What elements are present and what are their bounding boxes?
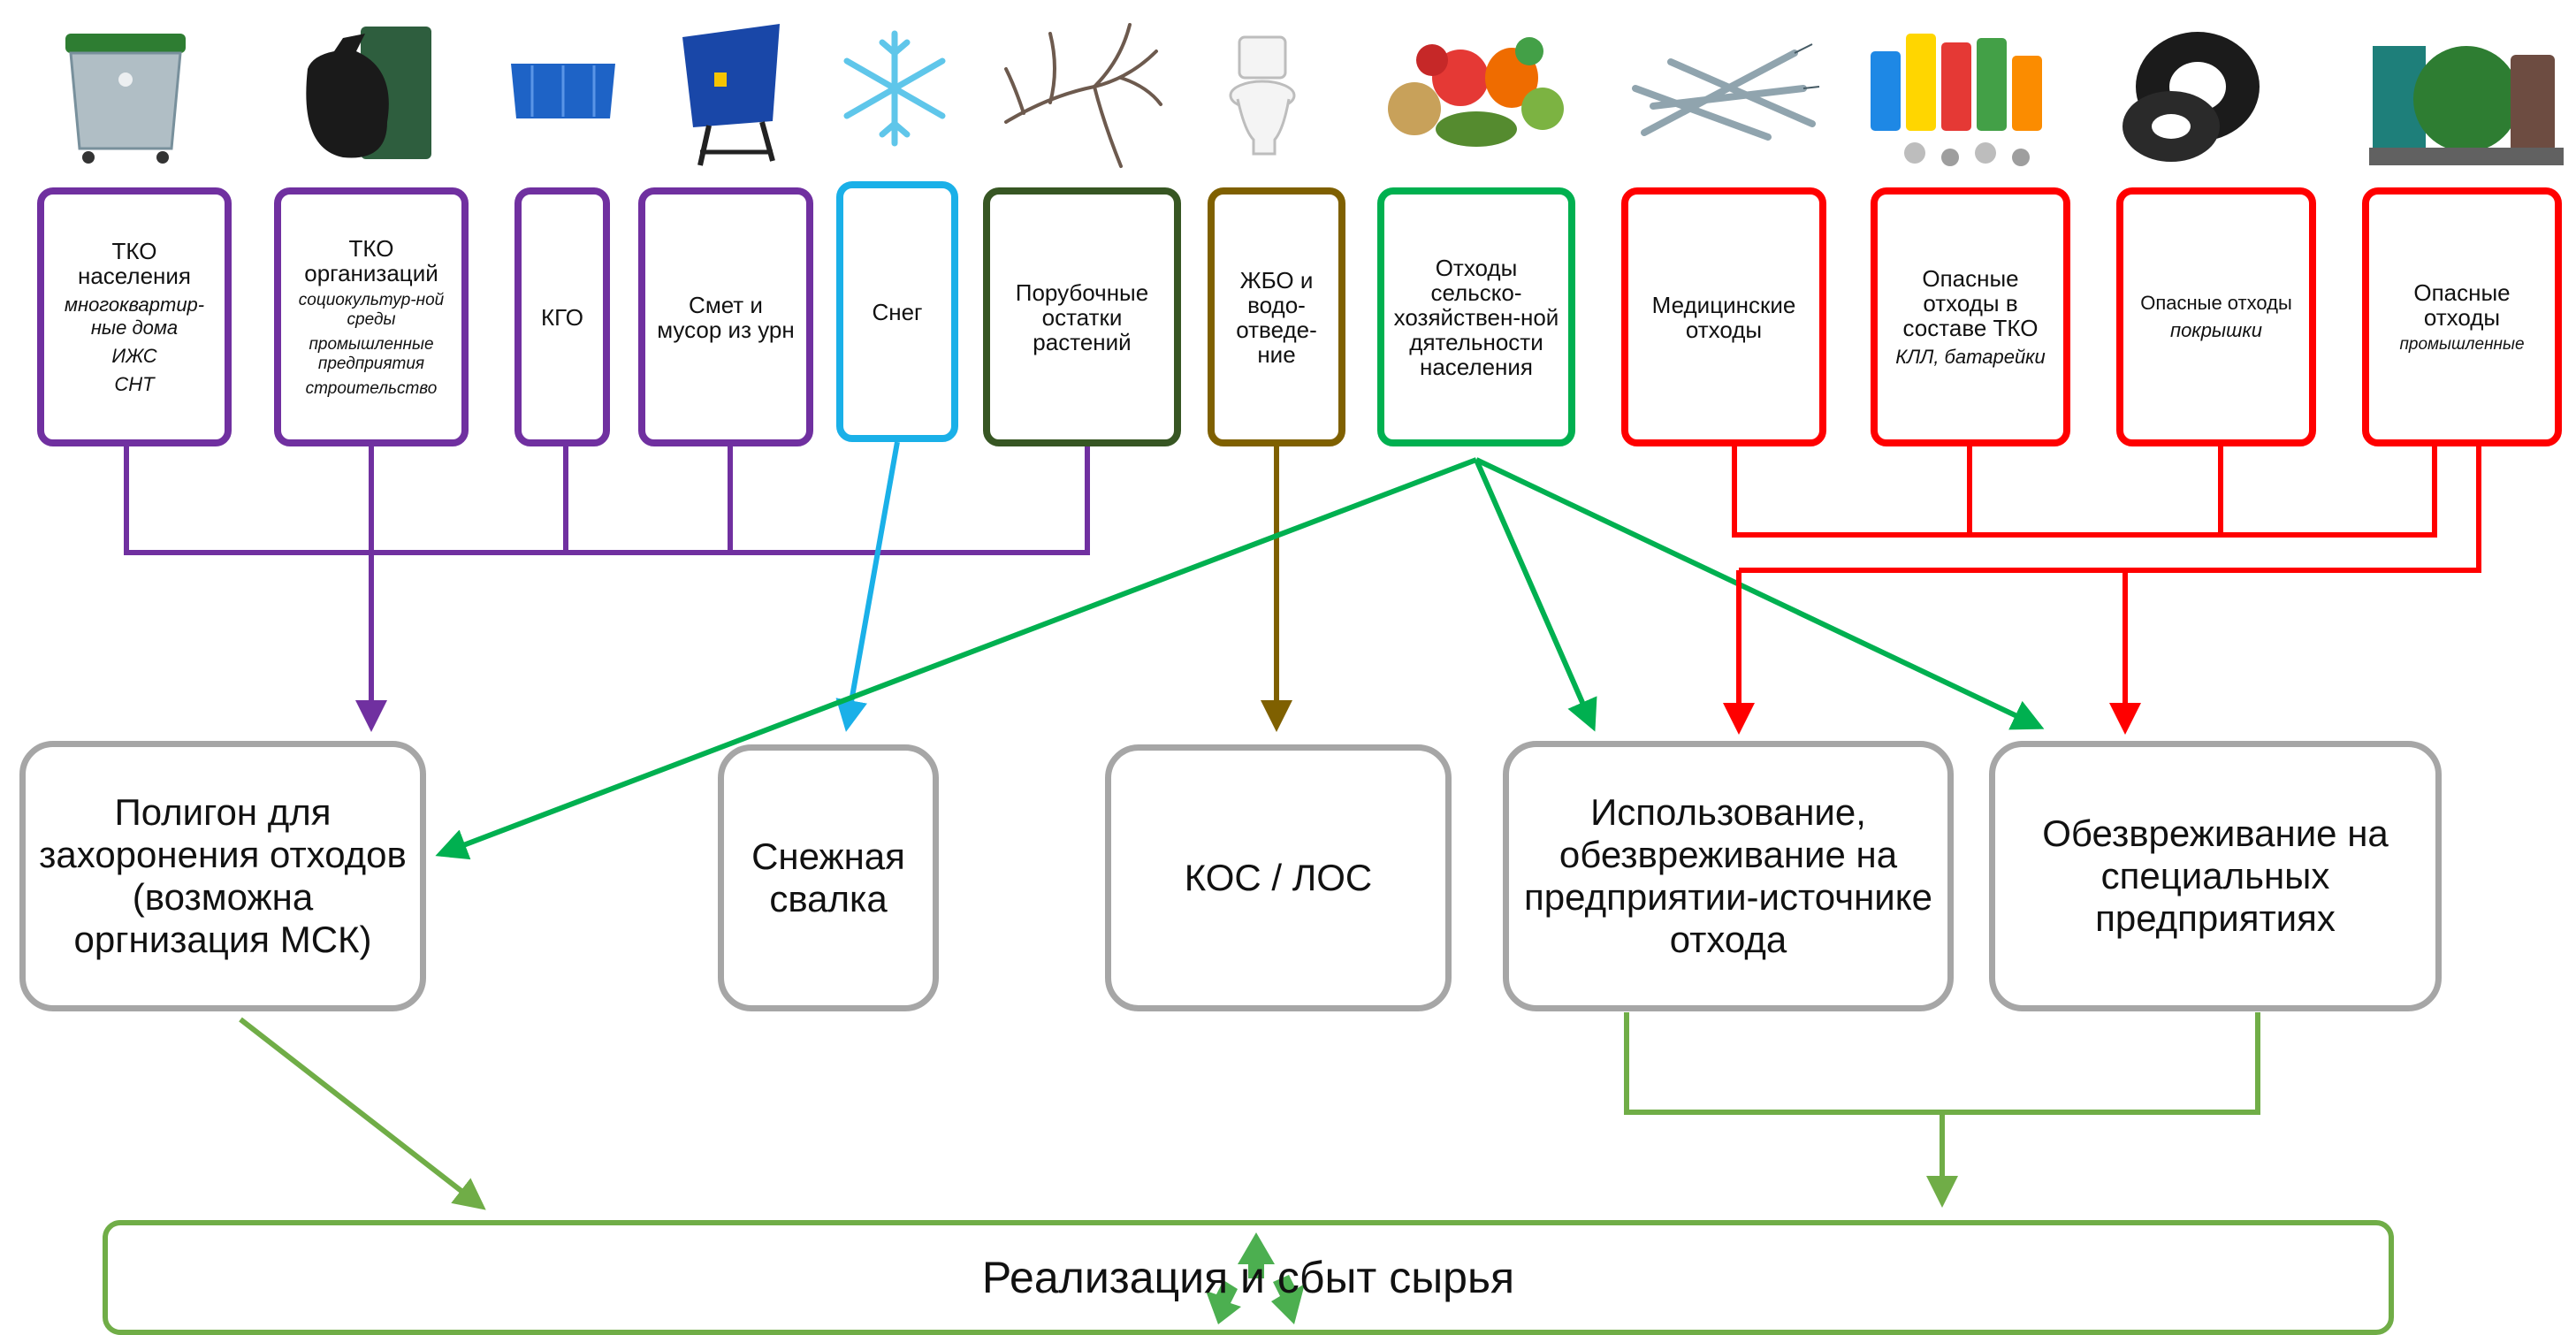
destination-snow-dump: Снежная свалка [718,744,939,1011]
vegetables-icon [1388,37,1564,147]
source-subitem: строительство [305,378,438,398]
source-subitem: многоквартир-ные дома [64,293,205,339]
source-hazardous-tires: Опасные отходы покрышки [2116,187,2316,446]
source-title: Смет и мусор из урн [657,291,795,343]
red-connector [1723,446,2481,735]
source-subitem: СНТ [114,372,155,395]
destination-source-enterprise: Использование, обезвреживание на предпри… [1503,741,1954,1011]
destination-landfill: Полигон для захоронения отходов (возможн… [19,741,426,1011]
destination-label: КОС / ЛОС [1184,857,1373,898]
source-title: ТКО населения [77,237,191,289]
source-subitem: социокультур-ной среды [298,290,445,329]
source-kgo: КГО [514,187,610,446]
source-subitem: ИЖС [111,344,157,367]
destination-treatment-plants: КОС / ЛОС [1105,744,1452,1011]
source-hazardous-industrial: Опасные отходы промышленные [2362,187,2562,446]
destination-special-enterprises: Обезвреживание на специальных предприяти… [1989,741,2442,1011]
source-agriculture: Отходы сельско-хозяйствен-ной дятельност… [1377,187,1575,446]
industrial-tanks-icon [2369,46,2564,165]
branches-icon [1004,23,1162,168]
recycle-icon [1206,1232,1305,1324]
source-subitem: промышленные [2399,334,2525,354]
source-title: ТКО организаций [304,234,438,286]
raw-material-sales: Реализация и сбыт сырья [103,1220,2394,1335]
source-tko-organizations: ТКО организаций социокультур-ной среды п… [274,187,469,446]
source-plant-residues: Порубочные остатки растений [983,187,1181,446]
bulky-container-icon [511,64,615,118]
source-subitem: КЛЛ, батарейки [1895,345,2046,368]
source-hazardous-tko: Опасные отходы в составе ТКО КЛЛ, батаре… [1871,187,2070,446]
source-street-sweepings: Смет и мусор из урн [638,187,813,446]
destination-label: Снежная свалка [751,835,905,919]
source-snow: Снег [836,181,958,442]
source-title: ЖБО и водо-отведе-ние [1236,266,1317,368]
snow-arrow [835,441,900,732]
street-bin-icon [682,24,780,166]
destination-label: Полигон для захоронения отходов (возможн… [39,791,407,960]
tires-icon [2123,32,2260,162]
agri-arrows [435,457,2045,860]
batteries-icon [1871,34,2042,166]
source-title: Опасные отходы [2140,291,2292,314]
source-tko-population: ТКО населения многоквартир-ные дома ИЖС … [37,187,232,446]
source-title: КГО [541,303,583,331]
source-title: Отходы сельско-хозяйствен-ной дятельност… [1393,254,1559,380]
source-subitem: покрышки [2169,318,2263,341]
waste-container-icon [65,34,186,164]
toilet-icon [1229,35,1296,156]
source-liquid-waste: ЖБО и водо-отведе-ние [1208,187,1345,446]
garbage-bag-icon [306,27,431,159]
destination-label: Обезвреживание на специальных предприяти… [2042,812,2389,939]
purple-connector [124,446,1090,732]
source-medical: Медицинские отходы [1621,187,1826,446]
final-label: Реализация и сбыт сырья [981,1253,1515,1302]
source-title: Опасные отходы [2413,278,2511,331]
syringes-icon [1632,43,1820,141]
destination-label: Использование, обезвреживание на предпри… [1524,791,1932,960]
snowflake-icon [843,30,946,147]
source-subitem: промышленные предприятия [309,334,434,373]
source-title: Порубочные остатки растений [1015,278,1149,355]
source-title: Опасные отходы в составе ТКО [1902,264,2039,341]
output-arrows [239,1012,2260,1210]
source-title: Снег [872,298,923,325]
source-title: Медицинские отходы [1651,291,1796,343]
